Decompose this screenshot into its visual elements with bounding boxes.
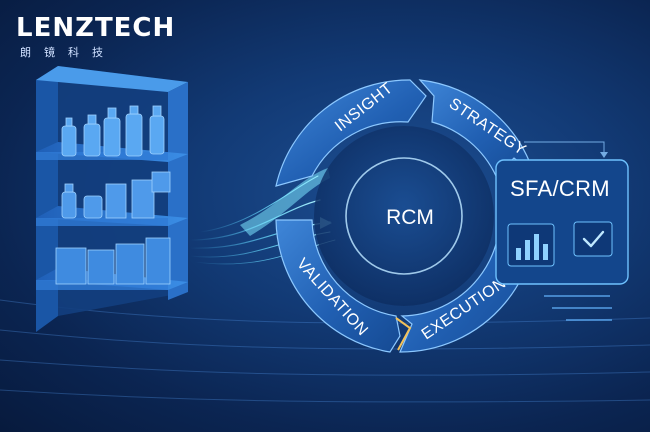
product-boxes-middle bbox=[61, 171, 171, 219]
brand-subtitle: 朗镜科技 bbox=[20, 46, 116, 59]
background-lines bbox=[0, 299, 650, 403]
rcm-core-rim bbox=[345, 157, 463, 275]
brand-name: LENZTECH bbox=[16, 13, 176, 43]
product-bottles bbox=[61, 105, 165, 157]
shelf-illustration bbox=[36, 66, 188, 332]
product-boxes-bottom bbox=[55, 237, 171, 285]
checkmark-icon bbox=[582, 230, 605, 248]
sfa-crm-card bbox=[495, 159, 629, 285]
segment-validation bbox=[275, 219, 401, 353]
card-detail-lines bbox=[544, 295, 612, 321]
rcm-center-label: RCM bbox=[386, 206, 434, 229]
sfa-crm-title: SFA/CRM bbox=[510, 176, 610, 201]
brand-logo: LENZTECH 朗镜科技 bbox=[16, 14, 175, 60]
bar-chart-icon bbox=[516, 234, 548, 260]
rcm-core bbox=[314, 126, 494, 306]
execution-highlight-edge bbox=[395, 317, 412, 351]
segment-insight bbox=[275, 79, 427, 187]
card-connector bbox=[524, 141, 608, 158]
